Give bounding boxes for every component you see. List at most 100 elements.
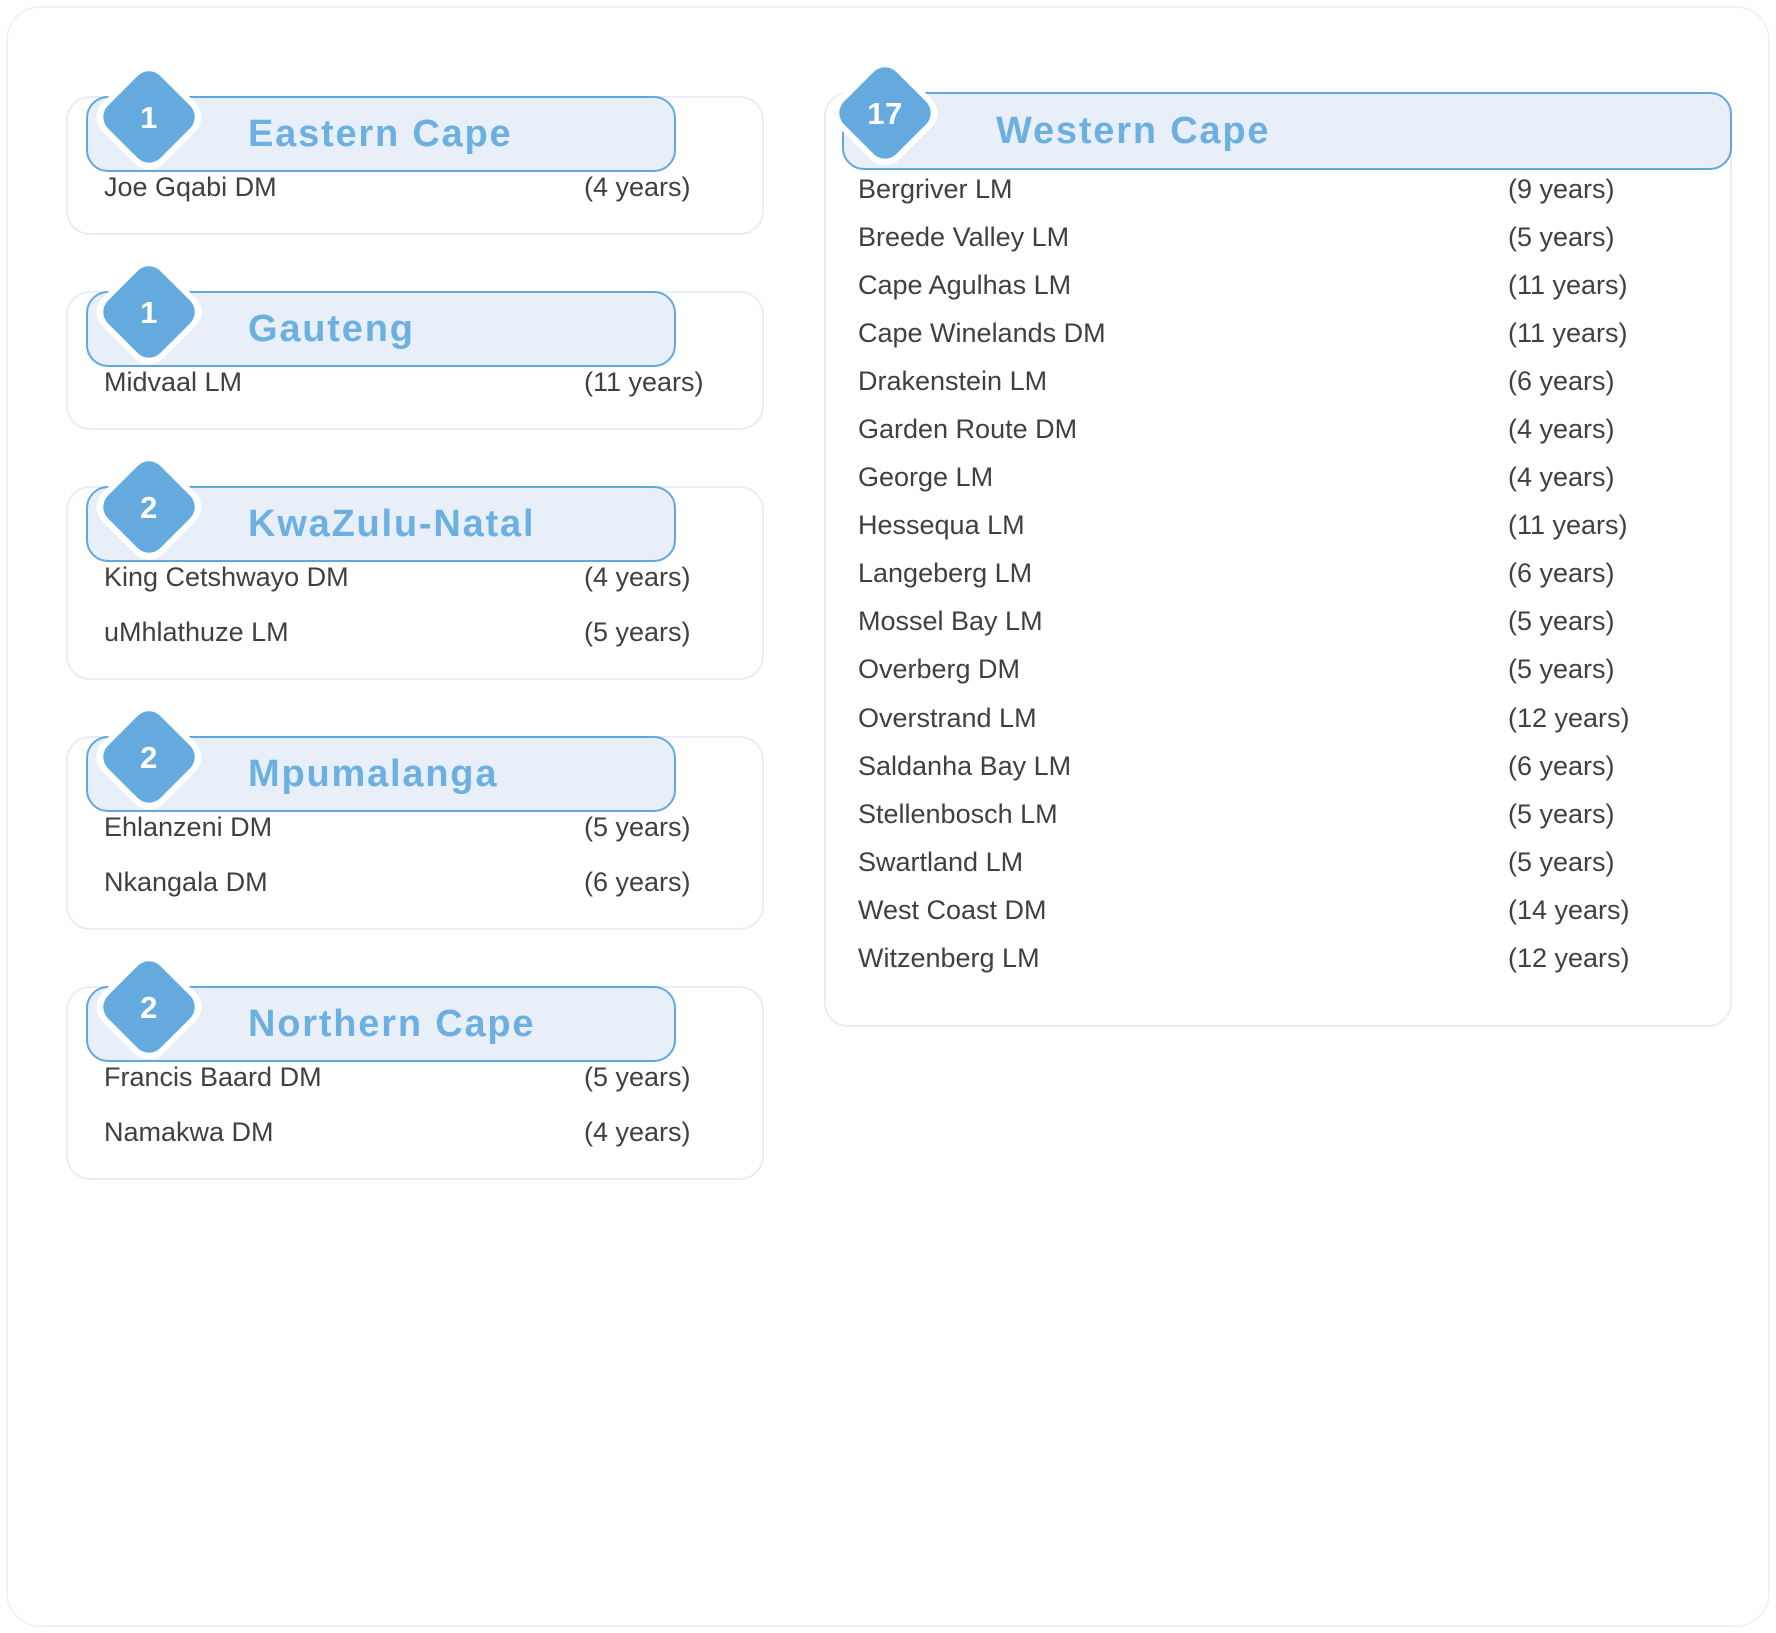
municipality-name: Overberg DM: [858, 654, 1021, 685]
province-title: Mpumalanga: [248, 753, 499, 796]
municipality-row: Witzenberg LM (12 years): [858, 943, 1700, 974]
count-diamond-badge: 2: [88, 696, 210, 818]
municipality-row: Overstrand LM (12 years): [858, 703, 1700, 734]
municipality-row: Midvaal LM (11 years): [104, 367, 726, 398]
municipality-row: Drakenstein LM (6 years): [858, 366, 1700, 397]
municipality-name: Francis Baard DM: [104, 1062, 322, 1093]
municipality-years: (12 years): [1508, 942, 1630, 973]
municipality-row: Cape Winelands DM (11 years): [858, 318, 1700, 349]
municipality-row: Breede Valley LM (5 years): [858, 222, 1700, 253]
municipality-years: (5 years): [1508, 798, 1615, 829]
municipality-row: Ehlanzeni DM (5 years): [104, 812, 726, 843]
count-diamond-badge: 1: [88, 56, 210, 178]
municipality-years: (4 years): [584, 172, 691, 202]
municipality-years: (6 years): [1508, 366, 1615, 397]
province-title: KwaZulu-Natal: [248, 503, 536, 546]
municipality-name: Witzenberg LM: [858, 942, 1040, 973]
municipality-name: Cape Winelands DM: [858, 318, 1106, 349]
municipality-row: Hessequa LM (11 years): [858, 510, 1700, 541]
municipality-row: West Coast DM(14 years): [858, 895, 1700, 926]
municipality-years: (4 years): [1508, 462, 1615, 493]
municipality-name: uMhlathuze LM: [104, 617, 289, 648]
province-title: Northern Cape: [248, 1003, 536, 1046]
province-title: Eastern Cape: [248, 113, 513, 155]
municipality-years: (4 years): [584, 562, 691, 593]
province-group: Midvaal LM (11 years) Gauteng 1: [66, 251, 764, 431]
municipality-years: (5 years): [1508, 222, 1615, 253]
municipality-name: Nkangala DM: [104, 867, 268, 898]
province-count: 1: [140, 99, 158, 135]
province-group: Bergriver LM (9 years) Breede Valley LM (5 …: [800, 52, 1732, 1027]
count-diamond-badge: 2: [88, 946, 210, 1069]
municipality-row: George LM (4 years): [858, 462, 1700, 493]
municipality-years: (5 years): [1508, 654, 1615, 685]
municipality-name: Saldanha Bay LM: [858, 750, 1072, 781]
province-group: Ehlanzeni DM (5 years) Nkangala DM (6 years…: [66, 696, 764, 931]
count-diamond-badge: 1: [88, 251, 210, 373]
municipality-row: uMhlathuze LM(5 years): [104, 617, 726, 648]
municipality-name: George LM: [858, 462, 994, 493]
municipality-years: (12 years): [1508, 702, 1630, 733]
municipality-row: Langeberg LM(6 years): [858, 558, 1700, 589]
municipality-row: Swartland LM (5 years): [858, 847, 1700, 878]
municipality-name: Hessequa LM: [858, 510, 1025, 541]
municipality-years: (6 years): [1508, 558, 1615, 589]
province-card: Bergriver LM (9 years) Breede Valley LM (5 …: [824, 92, 1732, 1027]
municipality-name: Garden Route DM: [858, 414, 1078, 445]
municipality-row: Stellenbosch LM (5 years): [858, 799, 1700, 830]
municipality-row: Francis Baard DM (5 years): [104, 1062, 726, 1093]
municipality-years: (6 years): [1508, 750, 1615, 781]
count-diamond-badge: 2: [88, 446, 210, 568]
municipality-years: (11 years): [1508, 318, 1628, 349]
municipality-name: Joe Gqabi DM: [104, 172, 277, 202]
municipality-years: (11 years): [1508, 510, 1628, 541]
right-column: Bergriver LM (9 years) Breede Valley LM (5 …: [800, 0, 1776, 1083]
municipality-name: King Cetshwayo DM: [104, 562, 349, 593]
municipality-years: (14 years): [1508, 894, 1630, 925]
municipality-years: (4 years): [584, 1117, 691, 1148]
municipality-row: Joe Gqabi DM (4 years): [104, 172, 726, 203]
municipality-name: Overstrand LM: [858, 702, 1037, 733]
municipality-years: (5 years): [584, 1062, 691, 1093]
municipality-name: Breede Valley LM: [858, 222, 1070, 253]
municipality-row: Overberg DM (5 years): [858, 654, 1700, 685]
municipality-row: Garden Route DM (4 years): [858, 414, 1700, 445]
municipality-years: (11 years): [584, 367, 704, 398]
municipality-name: Swartland LM: [858, 846, 1024, 877]
municipality-name: Midvaal LM: [104, 367, 243, 398]
province-group: Joe Gqabi DM (4 years) Eastern Cape 1: [66, 56, 764, 236]
municipality-years: (11 years): [1508, 270, 1628, 301]
municipality-name: Cape Agulhas LM: [858, 270, 1072, 301]
province-header-pill: Western Cape: [842, 92, 1732, 170]
municipality-row: Bergriver LM (9 years): [858, 174, 1700, 205]
municipality-row: Mossel Bay LM (5 years): [858, 606, 1700, 637]
count-diamond-badge: 17: [824, 52, 946, 174]
province-count: 17: [867, 95, 903, 131]
province-group: Francis Baard DM (5 years) Namakwa DM (4 ye…: [66, 946, 764, 1181]
province-title: Western Cape: [996, 110, 1271, 152]
province-group: King Cetshwayo DM (4 years) uMhlathuze LM(…: [66, 446, 764, 681]
municipality-name: Stellenbosch LM: [858, 798, 1058, 829]
province-count: 2: [140, 739, 158, 775]
province-count: 2: [140, 489, 158, 525]
municipality-row: Saldanha Bay LM (6 years): [858, 751, 1700, 782]
municipality-years: (5 years): [584, 812, 691, 843]
municipality-row: Nkangala DM (6 years): [104, 867, 726, 898]
municipality-years: (9 years): [1508, 174, 1615, 204]
municipality-years: (5 years): [1508, 606, 1615, 637]
municipality-name: Namakwa DM: [104, 1117, 274, 1148]
municipality-name: Bergriver LM: [858, 174, 1013, 204]
municipality-years: (5 years): [1508, 846, 1615, 877]
municipality-name: Ehlanzeni DM: [104, 812, 273, 843]
municipality-years: (4 years): [1508, 414, 1615, 445]
municipality-row: Cape Agulhas LM (11 years): [858, 270, 1700, 301]
municipality-row: King Cetshwayo DM (4 years): [104, 562, 726, 593]
province-title: Gauteng: [248, 308, 415, 351]
municipality-row: Namakwa DM (4 years): [104, 1117, 726, 1148]
municipality-years: (6 years): [584, 867, 691, 898]
municipality-name: Mossel Bay LM: [858, 606, 1043, 637]
municipality-name: Drakenstein LM: [858, 366, 1048, 397]
